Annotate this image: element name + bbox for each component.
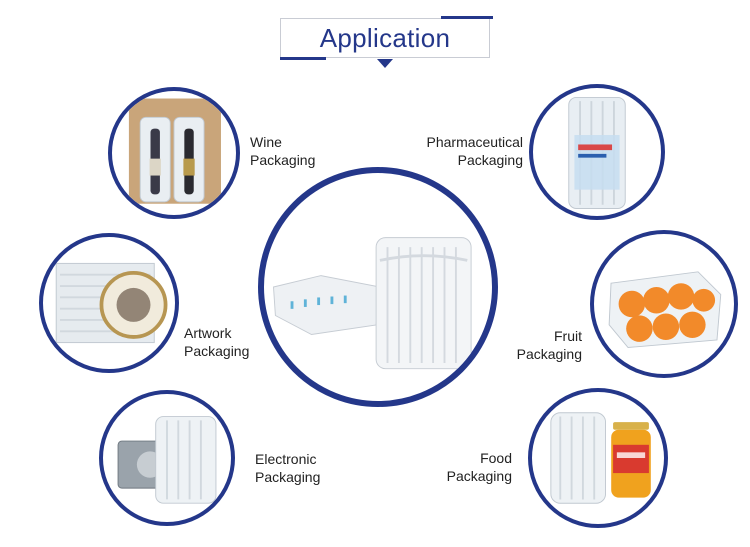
title-accent-top: [441, 16, 493, 19]
food-packaging-label: Food Packaging: [446, 450, 512, 484]
title-arrow-icon: [377, 59, 393, 68]
fruit-packaging-image: [590, 230, 738, 378]
artwork-packaging-label: Artwork Packaging: [184, 325, 250, 359]
electronic-device-icon: [117, 416, 217, 504]
title-accent-bottom: [280, 57, 326, 60]
title-box: Application: [280, 16, 493, 60]
wine-packaging-label: Wine Packaging: [250, 134, 316, 168]
wine-packaging-image: [108, 87, 240, 219]
electronic-packaging-image: [99, 390, 235, 526]
center-product-image: [258, 167, 498, 407]
food-packaging-image: [528, 388, 668, 528]
pharmaceutical-packaging-image: [529, 84, 665, 220]
medicine-box-icon: [568, 96, 626, 209]
orange-fruit-icon: [608, 271, 722, 349]
pharmaceutical-packaging-label: Pharmaceutical Packaging: [426, 134, 524, 168]
artwork-packaging-image: [39, 233, 179, 373]
framed-art-icon: [55, 262, 168, 344]
electronic-packaging-label: Electronic Packaging: [255, 451, 321, 485]
page-title: Application: [319, 23, 451, 53]
fruit-packaging-label: Fruit Packaging: [516, 328, 582, 362]
air-column-bag-icon: [272, 237, 472, 370]
food-jar-icon: [550, 412, 651, 504]
wine-bottles-icon: [128, 98, 221, 204]
